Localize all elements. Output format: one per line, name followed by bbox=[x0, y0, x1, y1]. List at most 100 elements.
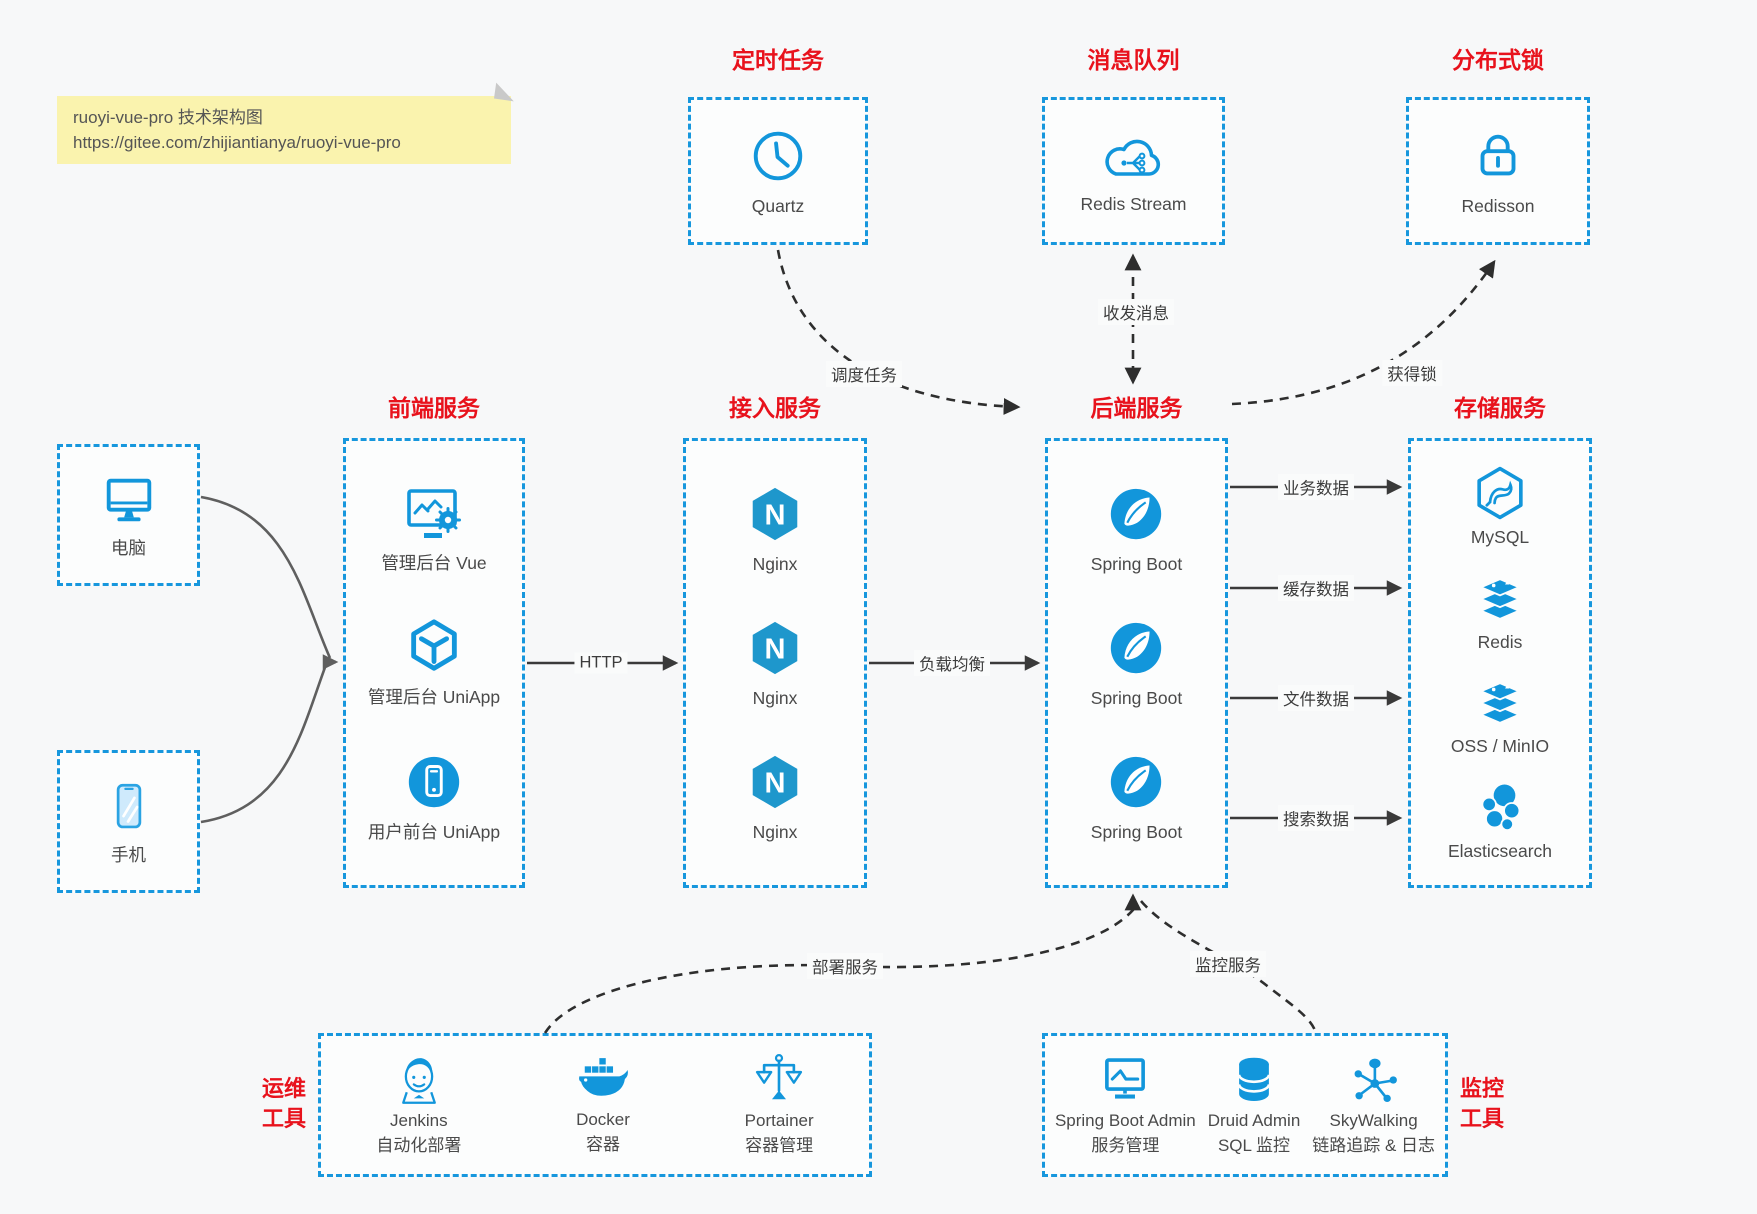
spring-boot-icon bbox=[1111, 622, 1162, 674]
desktop-icon bbox=[106, 478, 151, 522]
title-scheduled-task: 定时任务 bbox=[732, 47, 824, 73]
panel-quartz: Quartz bbox=[688, 97, 868, 245]
panel-backend: Spring Boot Spring Boot Spring Boot bbox=[1045, 438, 1228, 888]
tool-desc: SQL 监控 bbox=[1217, 1136, 1291, 1155]
spring-boot-admin-icon bbox=[1105, 1058, 1146, 1099]
panel-pc-client: 电脑 bbox=[57, 444, 200, 586]
node-label: 管理后台 UniApp bbox=[367, 687, 501, 707]
spring-boot-icon bbox=[1111, 488, 1162, 540]
node-label: Redisson bbox=[1461, 196, 1535, 216]
panel-mobile-client: 手机 bbox=[57, 750, 200, 893]
node-jenkins: Jenkins 自动化部署 bbox=[376, 1052, 461, 1158]
node-spring-boot-admin: Spring Boot Admin 服务管理 bbox=[1055, 1052, 1196, 1158]
node-quartz: Quartz bbox=[747, 125, 809, 217]
clock-icon bbox=[753, 131, 803, 181]
cloud-network-icon bbox=[1105, 139, 1161, 176]
edge-label-monitor: 监控服务 bbox=[1190, 951, 1266, 977]
title-message-queue: 消息队列 bbox=[1087, 47, 1180, 73]
node-mobile: 手机 bbox=[100, 778, 158, 866]
title-frontend: 前端服务 bbox=[388, 395, 480, 421]
node-docker: Docker 容器 bbox=[572, 1053, 634, 1157]
nginx-icon: N bbox=[752, 755, 798, 809]
edge-label-message: 收发消息 bbox=[1098, 299, 1174, 325]
spring-boot-icon bbox=[1111, 756, 1162, 808]
note-fold-corner bbox=[493, 82, 517, 102]
title-ops-tools: 运维 工具 bbox=[261, 1076, 306, 1131]
druid-icon bbox=[1237, 1057, 1271, 1102]
tool-name: Docker bbox=[576, 1110, 630, 1130]
node-label: 电脑 bbox=[111, 538, 146, 558]
node-label: Nginx bbox=[752, 822, 798, 842]
jenkins-icon bbox=[401, 1058, 436, 1104]
edge-label-load-balance: 负载均衡 bbox=[914, 650, 990, 676]
node-label: Quartz bbox=[751, 196, 805, 216]
redis-stack-icon bbox=[1478, 577, 1522, 620]
node-nginx-1: N Nginx bbox=[744, 483, 806, 575]
svg-text:N: N bbox=[765, 634, 786, 666]
title-distributed-lock: 分布式锁 bbox=[1452, 47, 1544, 73]
nginx-icon: N bbox=[752, 621, 798, 675]
tool-desc: 服务管理 bbox=[1091, 1136, 1160, 1155]
node-spring-boot-2: Spring Boot bbox=[1091, 617, 1182, 709]
skywalking-icon bbox=[1354, 1058, 1397, 1103]
tool-desc: 容器 bbox=[586, 1135, 620, 1154]
tool-desc: 链路追踪 & 日志 bbox=[1312, 1136, 1436, 1155]
note-title: ruoyi-vue-pro 技术架构图 bbox=[73, 108, 263, 127]
portainer-icon bbox=[756, 1054, 803, 1100]
admin-vue-icon bbox=[407, 488, 461, 538]
uniapp-cube-icon bbox=[411, 619, 457, 671]
node-label: Nginx bbox=[752, 688, 798, 708]
svg-text:N: N bbox=[765, 500, 786, 532]
panel-redis-stream: Redis Stream bbox=[1042, 97, 1225, 245]
panel-ops-tools: Jenkins 自动化部署 Docker 容器 bbox=[318, 1033, 872, 1177]
docker-icon bbox=[579, 1058, 628, 1096]
sticky-note: ruoyi-vue-pro 技术架构图 https://gitee.com/zh… bbox=[57, 82, 517, 164]
node-label: OSS / MinIO bbox=[1450, 736, 1550, 757]
node-label: 管理后台 Vue bbox=[381, 552, 487, 573]
tool-name: Portainer bbox=[744, 1111, 814, 1131]
user-app-icon bbox=[408, 756, 460, 807]
node-nginx-3: N Nginx bbox=[744, 751, 806, 843]
mysql-icon bbox=[1477, 466, 1523, 520]
edge-label-search-data: 搜索数据 bbox=[1278, 805, 1354, 831]
tool-name: Jenkins bbox=[390, 1111, 448, 1131]
title-storage: 存储服务 bbox=[1454, 395, 1546, 421]
edge-label-business-data: 业务数据 bbox=[1278, 474, 1354, 500]
node-redisson: Redisson bbox=[1461, 125, 1535, 217]
elasticsearch-icon bbox=[1481, 784, 1521, 832]
edge-label-http: HTTP bbox=[574, 652, 628, 674]
tool-desc: 容器管理 bbox=[745, 1136, 814, 1155]
lock-icon bbox=[1480, 134, 1516, 176]
panel-gateway: N Nginx N Nginx N Nginx bbox=[683, 438, 867, 888]
node-redis-stream: Redis Stream bbox=[1080, 127, 1187, 215]
tool-name: Spring Boot Admin bbox=[1054, 1111, 1196, 1131]
node-label: 用户前台 UniApp bbox=[367, 821, 501, 842]
panel-monitor-tools: Spring Boot Admin 服务管理 Druid Admin SQL 监… bbox=[1042, 1033, 1448, 1177]
title-backend: 后端服务 bbox=[1090, 395, 1183, 421]
node-admin-uniapp: 管理后台 UniApp bbox=[368, 616, 500, 708]
panel-frontend: 管理后台 Vue 管理后台 UniApp 用户前台 UniApp bbox=[343, 438, 525, 888]
node-label: Elasticsearch bbox=[1447, 841, 1553, 862]
node-skywalking: SkyWalking 链路追踪 & 日志 bbox=[1312, 1052, 1435, 1158]
oss-stack-icon bbox=[1478, 682, 1522, 725]
note-url: https://gitee.com/zhijiantianya/ruoyi-vu… bbox=[73, 132, 401, 152]
panel-storage: MySQL Redis OSS / MinIO bbox=[1408, 438, 1592, 888]
edge-label-schedule: 调度任务 bbox=[826, 361, 902, 387]
node-elasticsearch: Elasticsearch bbox=[1448, 780, 1552, 862]
edge-label-deploy: 部署服务 bbox=[807, 953, 883, 979]
node-label: Spring Boot bbox=[1090, 822, 1183, 842]
edge-label-file-data: 文件数据 bbox=[1278, 685, 1354, 711]
nginx-icon: N bbox=[752, 487, 798, 541]
node-mysql: MySQL bbox=[1471, 464, 1529, 548]
title-gateway: 接入服务 bbox=[729, 395, 821, 421]
title-monitor-tools: 监控 工具 bbox=[1459, 1076, 1504, 1131]
node-label: Redis bbox=[1477, 631, 1523, 652]
phone-icon bbox=[116, 783, 141, 828]
edge-label-lock: 获得锁 bbox=[1382, 360, 1442, 386]
tool-name: SkyWalking bbox=[1329, 1111, 1418, 1131]
node-user-uniapp: 用户前台 UniApp bbox=[368, 751, 500, 843]
node-portainer: Portainer 容器管理 bbox=[745, 1052, 814, 1158]
node-spring-boot-1: Spring Boot bbox=[1091, 483, 1182, 575]
edge-label-cache-data: 缓存数据 bbox=[1278, 575, 1354, 601]
